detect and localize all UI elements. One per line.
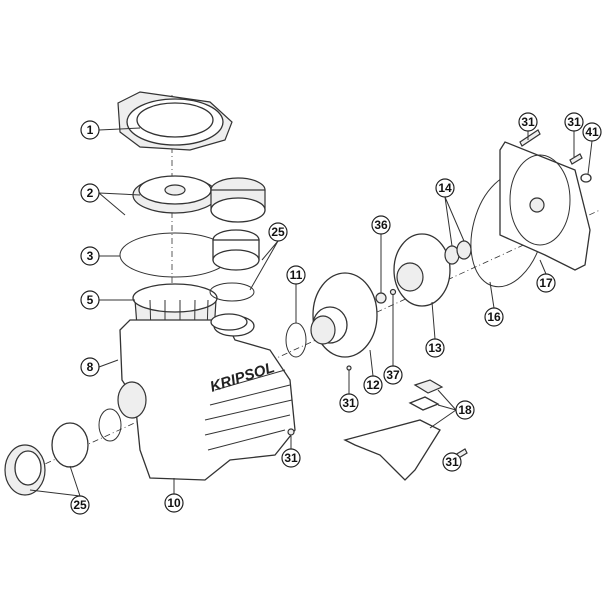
svg-text:31: 31	[445, 455, 459, 469]
part-washer	[580, 173, 592, 183]
label-31-diffuser: 31	[339, 393, 359, 413]
svg-text:14: 14	[438, 181, 452, 195]
part-bolt-2	[569, 153, 583, 165]
part-diffuser	[310, 272, 378, 358]
part-impeller	[393, 233, 451, 307]
svg-text:25: 25	[271, 225, 285, 239]
label-18: 18	[455, 400, 475, 420]
label-41: 41	[582, 122, 602, 142]
leader-lines	[29, 127, 593, 497]
svg-text:25: 25	[73, 498, 87, 512]
svg-text:10: 10	[167, 496, 181, 510]
part-mechanical-seal	[444, 240, 472, 265]
svg-text:37: 37	[386, 368, 400, 382]
label-25-top: 25	[268, 222, 288, 242]
label-12: 12	[363, 375, 383, 395]
svg-text:11: 11	[290, 268, 303, 282]
part-screw	[389, 288, 397, 296]
part-motor-foot	[343, 379, 444, 481]
label-5: 5	[80, 290, 100, 310]
svg-text:5: 5	[87, 293, 94, 307]
label-36: 36	[371, 215, 391, 235]
label-31-body: 31	[281, 448, 301, 468]
part-screw-3	[346, 365, 352, 371]
svg-text:8: 8	[87, 360, 94, 374]
part-inlet-ports	[117, 313, 255, 419]
label-31-foot: 31	[442, 452, 462, 472]
label-14: 14	[435, 178, 455, 198]
part-diffuser-o-ring	[285, 322, 307, 358]
label-16: 16	[484, 307, 504, 327]
label-11: 11	[286, 265, 306, 285]
label-10: 10	[164, 493, 184, 513]
label-17: 17	[536, 273, 556, 293]
svg-text:41: 41	[585, 125, 599, 139]
svg-text:18: 18	[458, 403, 472, 417]
label-25-bottom: 25	[70, 495, 90, 515]
label-1: 1	[80, 120, 100, 140]
label-2: 2	[80, 183, 100, 203]
svg-text:31: 31	[567, 115, 581, 129]
svg-text:36: 36	[374, 218, 388, 232]
svg-text:16: 16	[487, 310, 501, 324]
part-pump-body: KRIPSOL	[119, 319, 296, 481]
svg-text:2: 2	[87, 186, 94, 200]
part-basket-cover	[132, 175, 218, 214]
label-3: 3	[80, 246, 100, 266]
svg-text:1: 1	[87, 123, 94, 137]
svg-text:13: 13	[428, 341, 442, 355]
label-37: 37	[383, 365, 403, 385]
label-8: 8	[80, 357, 100, 377]
part-bolt-1	[519, 129, 541, 147]
svg-text:31: 31	[342, 396, 356, 410]
svg-text:31: 31	[521, 115, 535, 129]
label-13: 13	[425, 338, 445, 358]
svg-text:3: 3	[87, 249, 94, 263]
label-31-flange-bolt: 31	[518, 112, 538, 132]
svg-text:12: 12	[366, 378, 380, 392]
label-31-flange-screw: 31	[564, 112, 584, 132]
part-impeller-nut	[375, 292, 387, 304]
part-union-bottom	[4, 408, 122, 496]
svg-text:17: 17	[539, 276, 553, 290]
part-lid	[117, 91, 233, 151]
part-union-top	[209, 177, 266, 302]
part-screw-2	[287, 428, 295, 436]
part-motor-flange	[499, 141, 591, 271]
main-axis-line	[9, 209, 601, 481]
part-labels: 1 2 3 5 8 10 25 25 11 31 12 36 37 13 14 …	[70, 112, 602, 515]
svg-text:31: 31	[284, 451, 298, 465]
